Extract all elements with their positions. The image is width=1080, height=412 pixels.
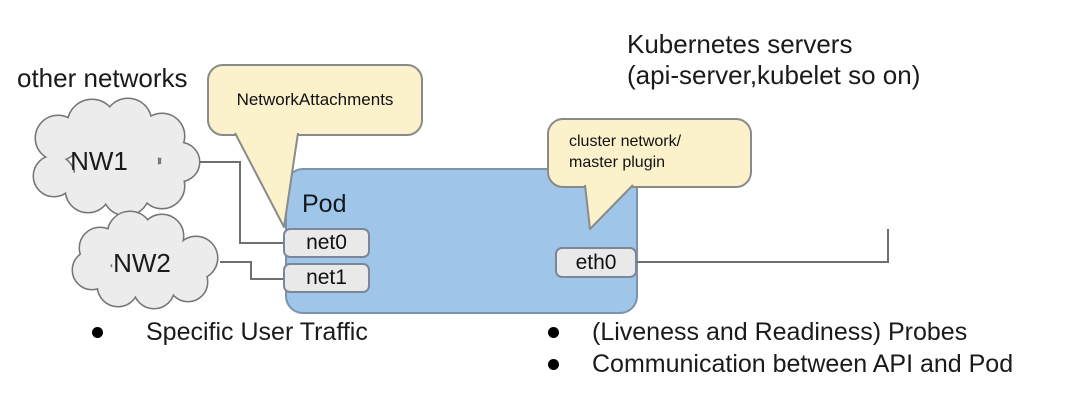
cloud-nw2-label: NW2	[113, 248, 171, 278]
cloud-nw1-label: NW1	[70, 146, 128, 176]
bullet-dot	[548, 327, 559, 338]
connector-eth0-kubernetes	[637, 229, 889, 263]
kubernetes-servers-line2: (api-server,kubelet so on)	[627, 60, 921, 90]
interface-net0: net0	[283, 228, 370, 258]
interface-eth0: eth0	[555, 247, 637, 278]
kubernetes-servers-label: Kubernetes servers (api-server,kubelet s…	[627, 29, 920, 91]
bullet-text: Specific User Traffic	[146, 318, 368, 346]
bullet-communication: Communication between API and Pod	[548, 350, 1013, 379]
bullet-dot	[548, 359, 559, 370]
callout-cluster-network: cluster network/ master plugin	[547, 118, 752, 188]
bullet-dot	[92, 327, 103, 338]
callout-cluster-network-line2: master plugin	[569, 154, 666, 171]
other-networks-label: other networks	[17, 63, 188, 93]
bullet-text: (Liveness and Readiness) Probes	[592, 318, 968, 346]
callout-network-attachments: NetworkAttachments	[207, 64, 423, 136]
connector-nw1-net0	[200, 161, 283, 244]
connector-nw2-net1	[220, 261, 283, 280]
bullet-specific-user-traffic: Specific User Traffic	[92, 318, 368, 347]
callout-network-attachments-text: NetworkAttachments	[236, 90, 394, 109]
pod-label: Pod	[302, 190, 347, 218]
bullet-text: Communication between API and Pod	[592, 350, 1014, 378]
kubernetes-servers-line1: Kubernetes servers	[627, 29, 853, 59]
bullet-probes: (Liveness and Readiness) Probes	[548, 318, 967, 347]
interface-net1: net1	[283, 263, 370, 293]
callout-cluster-network-line1: cluster network/	[569, 133, 682, 150]
